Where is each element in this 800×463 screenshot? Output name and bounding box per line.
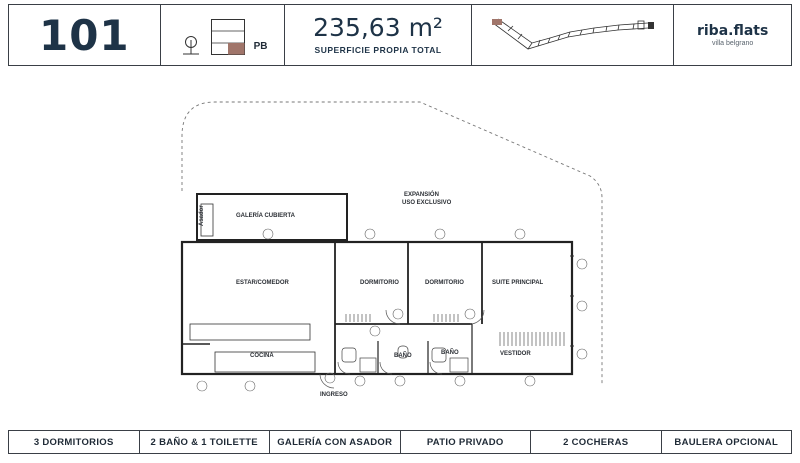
room-label-suite: SUITE PRINCIPAL <box>492 280 544 286</box>
expansion-label-2: USO EXCLUSIVO <box>402 200 452 206</box>
key-plan-cell <box>472 5 675 65</box>
unit-cell: 101 <box>9 5 161 65</box>
room-label-vestidor: VESTIDOR <box>500 351 531 357</box>
room-label-asador: Asador <box>199 205 205 226</box>
area-label: SUPERFICIE PROPIA TOTAL <box>314 45 442 55</box>
room-label-dormitorio-1: DORMITORIO <box>360 280 399 286</box>
features-bar: 3 DORMITORIOS 2 BAÑO & 1 TOILETTE GALERÍ… <box>8 430 792 454</box>
level-label: PB <box>253 41 268 52</box>
floor-plan: GALERÍA CUBIERTA EXPANSIÓN USO EXCLUSIVO… <box>170 96 630 406</box>
feature-item: 2 COCHERAS <box>531 431 662 453</box>
room-label-bano-2: BAÑO <box>441 350 459 356</box>
header-bar: 101 PB 235,63 m² SUPERFICIE PROPIA TOTAL <box>8 4 792 66</box>
brand-cell: riba.flats villa belgrano <box>674 5 791 65</box>
room-label-cocina: COCINA <box>250 353 274 359</box>
feature-item: PATIO PRIVADO <box>401 431 531 453</box>
building-level-icon <box>210 19 245 55</box>
room-label-bano-1: BAÑO <box>394 353 412 359</box>
brand-logo: riba.flats <box>696 23 769 39</box>
key-plan-icon <box>491 18 654 50</box>
room-label-galeria: GALERÍA CUBIERTA <box>236 213 295 219</box>
room-label-ingreso: INGRESO <box>320 392 348 398</box>
feature-item: BAULERA OPCIONAL <box>674 436 779 448</box>
expansion-label-1: EXPANSIÓN <box>404 192 439 198</box>
brand-sub: villa belgrano <box>712 40 754 47</box>
room-label-dormitorio-2: DORMITORIO <box>425 280 464 286</box>
feature-item: 3 DORMITORIOS <box>9 431 140 453</box>
area-value: 235,63 m² <box>313 13 443 42</box>
feature-item: GALERÍA CON ASADOR <box>270 431 401 453</box>
tree-icon <box>182 36 199 55</box>
area-cell: 235,63 m² SUPERFICIE PROPIA TOTAL <box>285 5 472 65</box>
room-label-estar: ESTAR/COMEDOR <box>236 280 289 286</box>
level-cell: PB <box>161 5 286 65</box>
unit-number: 101 <box>38 10 130 60</box>
floor-plan-drawing <box>180 101 603 392</box>
feature-item: 2 BAÑO & 1 TOILETTE <box>140 431 270 453</box>
